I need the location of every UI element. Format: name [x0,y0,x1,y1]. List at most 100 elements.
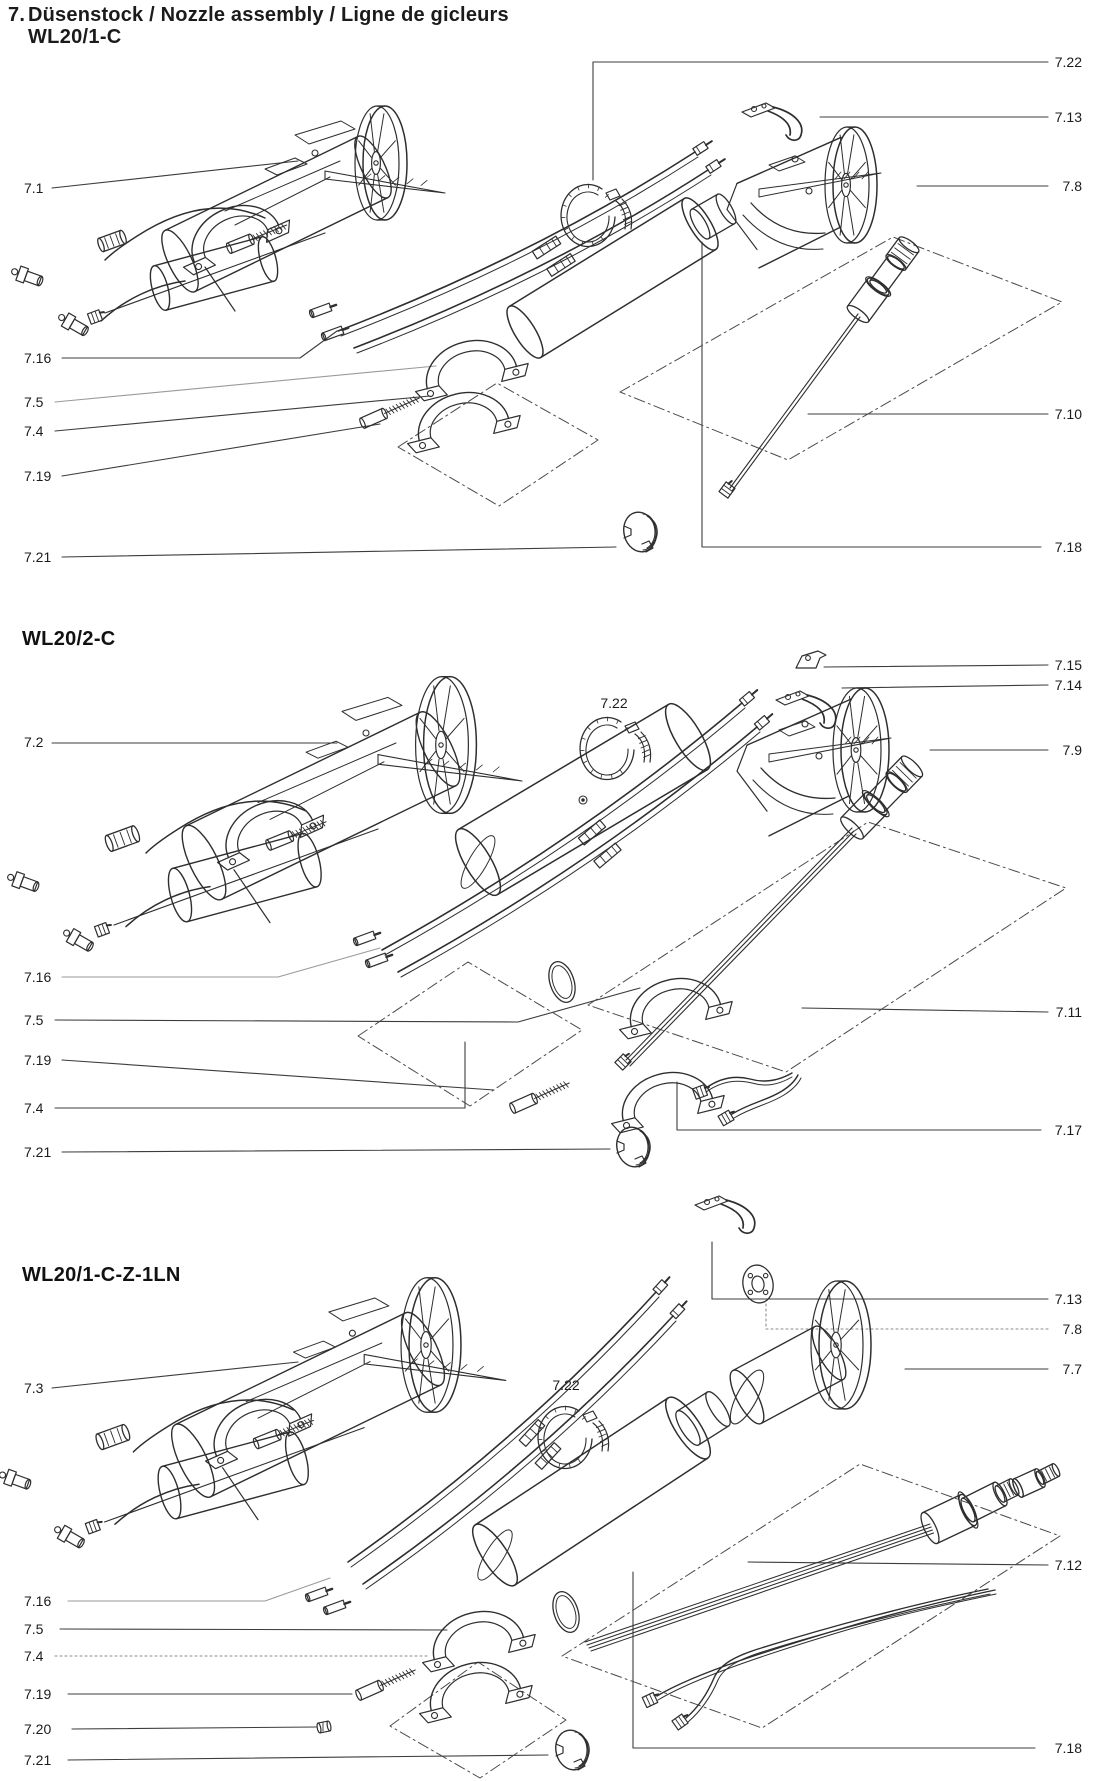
pipe-nut [717,1109,735,1127]
callout-7-16: 7.16 [24,330,338,366]
part-number-label: 7.16 [24,1593,51,1609]
ignition-cable [381,689,759,956]
cable-end-terminal [669,1300,688,1320]
part-number-label: 7.12 [1055,1557,1082,1573]
stud-screw [355,1668,416,1701]
cable-elbow-connector [11,265,44,287]
callout-7-21: 7.21 [24,1144,611,1160]
cable-end-terminal [652,1276,671,1296]
cable-end-terminal [705,158,726,174]
stud-screw [225,223,288,254]
art-wl20-1-c-z-1ln [0,1195,1061,1779]
saddle-clamp [421,1610,536,1673]
part-number-label: 7.7 [1063,1361,1083,1377]
sealing-ring [548,961,576,1003]
cable-lug [304,1586,334,1603]
part-number-label: 7.3 [24,1380,44,1396]
ignition-electrode-bracket [694,1195,756,1235]
callout-7-18: 7.18 [632,1571,1082,1756]
saddle-clamp [182,204,291,276]
stud-screw [359,396,420,429]
part-number-label: 7.9 [1063,742,1083,758]
cable-elbow-connector [58,312,89,337]
pipe-nut [641,1691,660,1709]
part-number-label: 7.22 [600,695,627,711]
part-number-label: 7.20 [24,1721,51,1737]
part-number-label: 7.22 [1055,54,1082,70]
model-title: WL20/1-C-Z-1LN [22,1264,181,1286]
cable-end-terminal [753,713,774,731]
cable-sleeve [577,819,607,846]
page-title-line: 7.Düsenstock / Nozzle assembly / Ligne d… [8,4,509,27]
callout-7-22: 7.22 [592,54,1082,181]
callout-7-19: 7.19 [24,423,381,484]
cable-elbow-connector [0,1468,32,1490]
part-number-label: 7.19 [24,468,51,484]
cable-lug [364,952,394,969]
model-title-1: WL20/1-C [28,25,122,48]
part-number-label: 7.11 [1056,1004,1082,1020]
slotted-cap [623,511,658,553]
nozzle-holder [614,755,924,1071]
part-number-label: 7.8 [1063,1321,1083,1337]
fuel-pipes [641,1588,997,1731]
pipe-nut [86,309,105,325]
part-number-label: 7.16 [24,969,51,985]
callout-7-3: 7.3 [24,1361,299,1396]
page-title: Düsenstock / Nozzle assembly / Ligne de … [28,4,509,26]
plug [316,1720,332,1734]
part-number-label: 7.5 [24,394,44,410]
model-title: WL20/2-C [22,628,116,650]
pipe-nut [84,1518,103,1535]
part-number-label: 7.14 [1055,677,1082,693]
ignition-cable [397,713,774,978]
part-number-label: 7.16 [24,350,51,366]
stud-screw [252,1418,315,1450]
saddle-clamp [418,1661,533,1724]
callout-7-16: 7.16 [24,1577,331,1609]
part-number-label: 7.5 [24,1012,44,1028]
part-number-label: 7.2 [24,734,44,750]
cable-end-terminal [738,689,759,707]
callout-7-7: 7.7 [904,1361,1083,1377]
part-number-label: 7.13 [1055,1291,1082,1307]
cable-sleeve [593,842,622,869]
ignition-cable [362,1300,688,1590]
part-number-label: 7.15 [1055,657,1082,673]
cable-lug [322,1599,352,1616]
part-number-label: 7.4 [24,1648,44,1664]
pipe-nut [614,1052,632,1071]
callout-7-20: 7.20 [24,1721,317,1737]
cable-lug [308,302,338,319]
callout-7-5: 7.5 [24,365,437,410]
ignition-cable [353,158,726,354]
retaining-clip [795,650,827,669]
part-number-label: 7.10 [1055,406,1082,422]
part-number-label: 7.18 [1055,539,1082,555]
pipe-nut [718,480,736,499]
pipe-nut [671,1713,689,1731]
callout-7-8: 7.8 [916,178,1083,194]
saddle-clamp [205,1398,313,1470]
slotted-cap [616,1126,651,1168]
callout-7-14: 7.14 [841,677,1082,693]
combustion-head-assembly [726,126,882,269]
part-number-label: 7.8 [1063,178,1083,194]
part-number-label: 7.17 [1055,1122,1082,1138]
callout-7-11: 7.11 [801,1004,1082,1020]
pipe-nut [93,921,112,938]
callout-7-16: 7.16 [24,947,381,985]
hose-clamp [560,183,633,248]
callout-7-19: 7.19 [24,1052,495,1091]
callout-7-4: 7.4 [24,395,431,439]
callout-7-22: 7.22 [600,695,627,711]
ignition-electrode-bracket [741,102,803,142]
page-header: 7.Düsenstock / Nozzle assembly / Ligne d… [8,4,509,48]
nozzle-assembly-unit [11,105,446,337]
part-number-label: 7.19 [24,1052,51,1068]
hose-clamp [579,716,652,781]
callout-7-5: 7.5 [24,987,641,1028]
callout-7-12: 7.12 [747,1557,1082,1573]
nozzle-fitting [1012,1462,1061,1498]
part-number-label: 7.5 [24,1621,44,1637]
